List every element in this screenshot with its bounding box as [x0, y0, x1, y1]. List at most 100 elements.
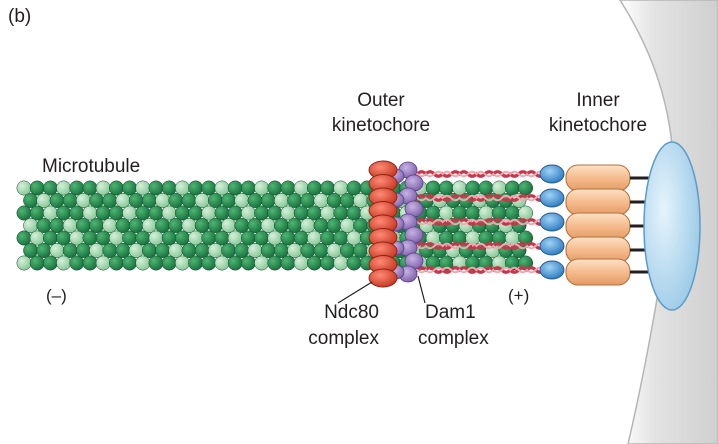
tubulin-subunit — [267, 205, 283, 221]
tubulin-subunit — [62, 193, 78, 208]
tubulin-subunit — [207, 218, 223, 233]
tubulin-subunit — [465, 180, 481, 196]
tubulin-subunit — [425, 180, 441, 196]
tubulin-subunit — [273, 193, 289, 208]
tubulin-subunit — [108, 230, 124, 246]
tubulin-subunit — [69, 180, 85, 196]
ndc80-stalk — [391, 242, 545, 250]
ndc80-stalk — [391, 170, 545, 178]
tubulin-subunit — [227, 255, 243, 271]
tubulin-subunit — [221, 193, 237, 208]
tubulin-subunit — [339, 193, 355, 208]
tubulin-subunit — [174, 180, 190, 196]
tubulin-subunit — [95, 255, 111, 271]
inner-kinetochore-protein — [565, 188, 631, 216]
tubulin-subunit — [174, 205, 190, 221]
tubulin-subunit — [306, 205, 322, 221]
tubulin-subunit — [174, 230, 190, 246]
tubulin-subunit — [320, 180, 336, 196]
ndc80-leader-line — [337, 281, 373, 304]
tubulin-subunit — [254, 180, 270, 196]
tubulin-subunit — [306, 230, 322, 246]
tubulin-subunit — [214, 205, 230, 221]
tubulin-subunit — [168, 243, 184, 258]
tubulin-subunit — [181, 243, 197, 258]
tubulin-subunit — [465, 205, 481, 221]
tubulin-subunit — [214, 230, 230, 246]
microtubule-label: Microtubule — [42, 156, 140, 177]
tubulin-subunit — [254, 205, 270, 221]
tubulin-subunit — [260, 243, 276, 258]
tubulin-subunit — [42, 180, 58, 196]
tubulin-subunit — [491, 205, 507, 221]
tubulin-subunit — [194, 218, 210, 233]
tubulin-subunit — [247, 218, 263, 233]
tubulin-subunit — [148, 180, 164, 196]
tubulin-subunit — [122, 255, 138, 271]
tubulin-subunit — [452, 180, 468, 196]
tubulin-subunit — [333, 205, 349, 221]
tubulin-subunit — [491, 180, 507, 196]
tubulin-subunit — [326, 193, 342, 208]
tubulin-subunit — [320, 205, 336, 221]
tubulin-subunit — [313, 243, 329, 258]
tubulin-subunit — [102, 243, 118, 258]
tubulin-subunit — [42, 255, 58, 271]
tubulin-subunit — [174, 255, 190, 271]
tubulin-subunit — [346, 205, 362, 221]
tubulin-subunit — [333, 180, 349, 196]
tubulin-subunit — [75, 218, 91, 233]
tubulin-subunit — [135, 255, 151, 271]
tubulin-subunit — [16, 230, 32, 246]
tubulin-subunit — [214, 255, 230, 271]
tubulin-subunit — [260, 218, 276, 233]
tubulin-subunit — [254, 230, 270, 246]
tubulin-subunit — [135, 180, 151, 196]
tubulin-subunit — [128, 218, 144, 233]
centromere-dna — [643, 141, 701, 311]
ndc80-stalks — [390, 170, 546, 274]
tubulin-subunit — [23, 243, 39, 258]
tubulin-subunit — [161, 255, 177, 271]
tubulin-subunit — [128, 193, 144, 208]
tubulin-subunit — [201, 255, 217, 271]
tubulin-subunit — [75, 193, 91, 208]
outer-kinetochore-label-line1: Outer — [357, 90, 405, 111]
tubulin-subunit — [122, 230, 138, 246]
ndc80-stalk — [391, 266, 545, 274]
tubulin-subunit — [280, 255, 296, 271]
tubulin-subunit — [75, 243, 91, 258]
tubulin-subunit — [273, 218, 289, 233]
tubulin-subunit — [56, 255, 72, 271]
tubulin-subunit — [234, 218, 250, 233]
tubulin-subunit — [16, 255, 32, 271]
tubulin-subunit — [313, 193, 329, 208]
inner-kinetochore-protein — [565, 164, 631, 192]
tubulin-subunit — [267, 180, 283, 196]
tubulin-subunit — [161, 180, 177, 196]
tubulin-subunit — [36, 193, 52, 208]
tubulin-subunit — [300, 218, 316, 233]
tubulin-subunit — [36, 218, 52, 233]
tubulin-subunit — [188, 180, 204, 196]
tubulin-subunit — [221, 243, 237, 258]
tubulin-subunit — [346, 255, 362, 271]
tubulin-subunit — [89, 193, 105, 208]
tubulin-subunit — [326, 218, 342, 233]
tubulin-subunit — [207, 243, 223, 258]
tubulin-subunit — [313, 218, 329, 233]
tubulin-subunit — [504, 205, 520, 221]
tubulin-subunit — [353, 193, 369, 208]
tubulin-subunit — [23, 218, 39, 233]
dam1-label-line1: Dam1 — [425, 302, 476, 323]
outer-kinetochore-label-line2: kinetochore — [332, 115, 430, 136]
tubulin-subunit — [247, 193, 263, 208]
tubulin-subunit — [452, 205, 468, 221]
tubulin-subunit — [214, 180, 230, 196]
tubulin-subunit — [135, 205, 151, 221]
ndc80-node — [539, 260, 565, 280]
tubulin-subunit — [16, 205, 32, 221]
tubulin-subunit — [102, 193, 118, 208]
tubulin-subunit — [478, 205, 494, 221]
tubulin-subunit — [82, 255, 98, 271]
